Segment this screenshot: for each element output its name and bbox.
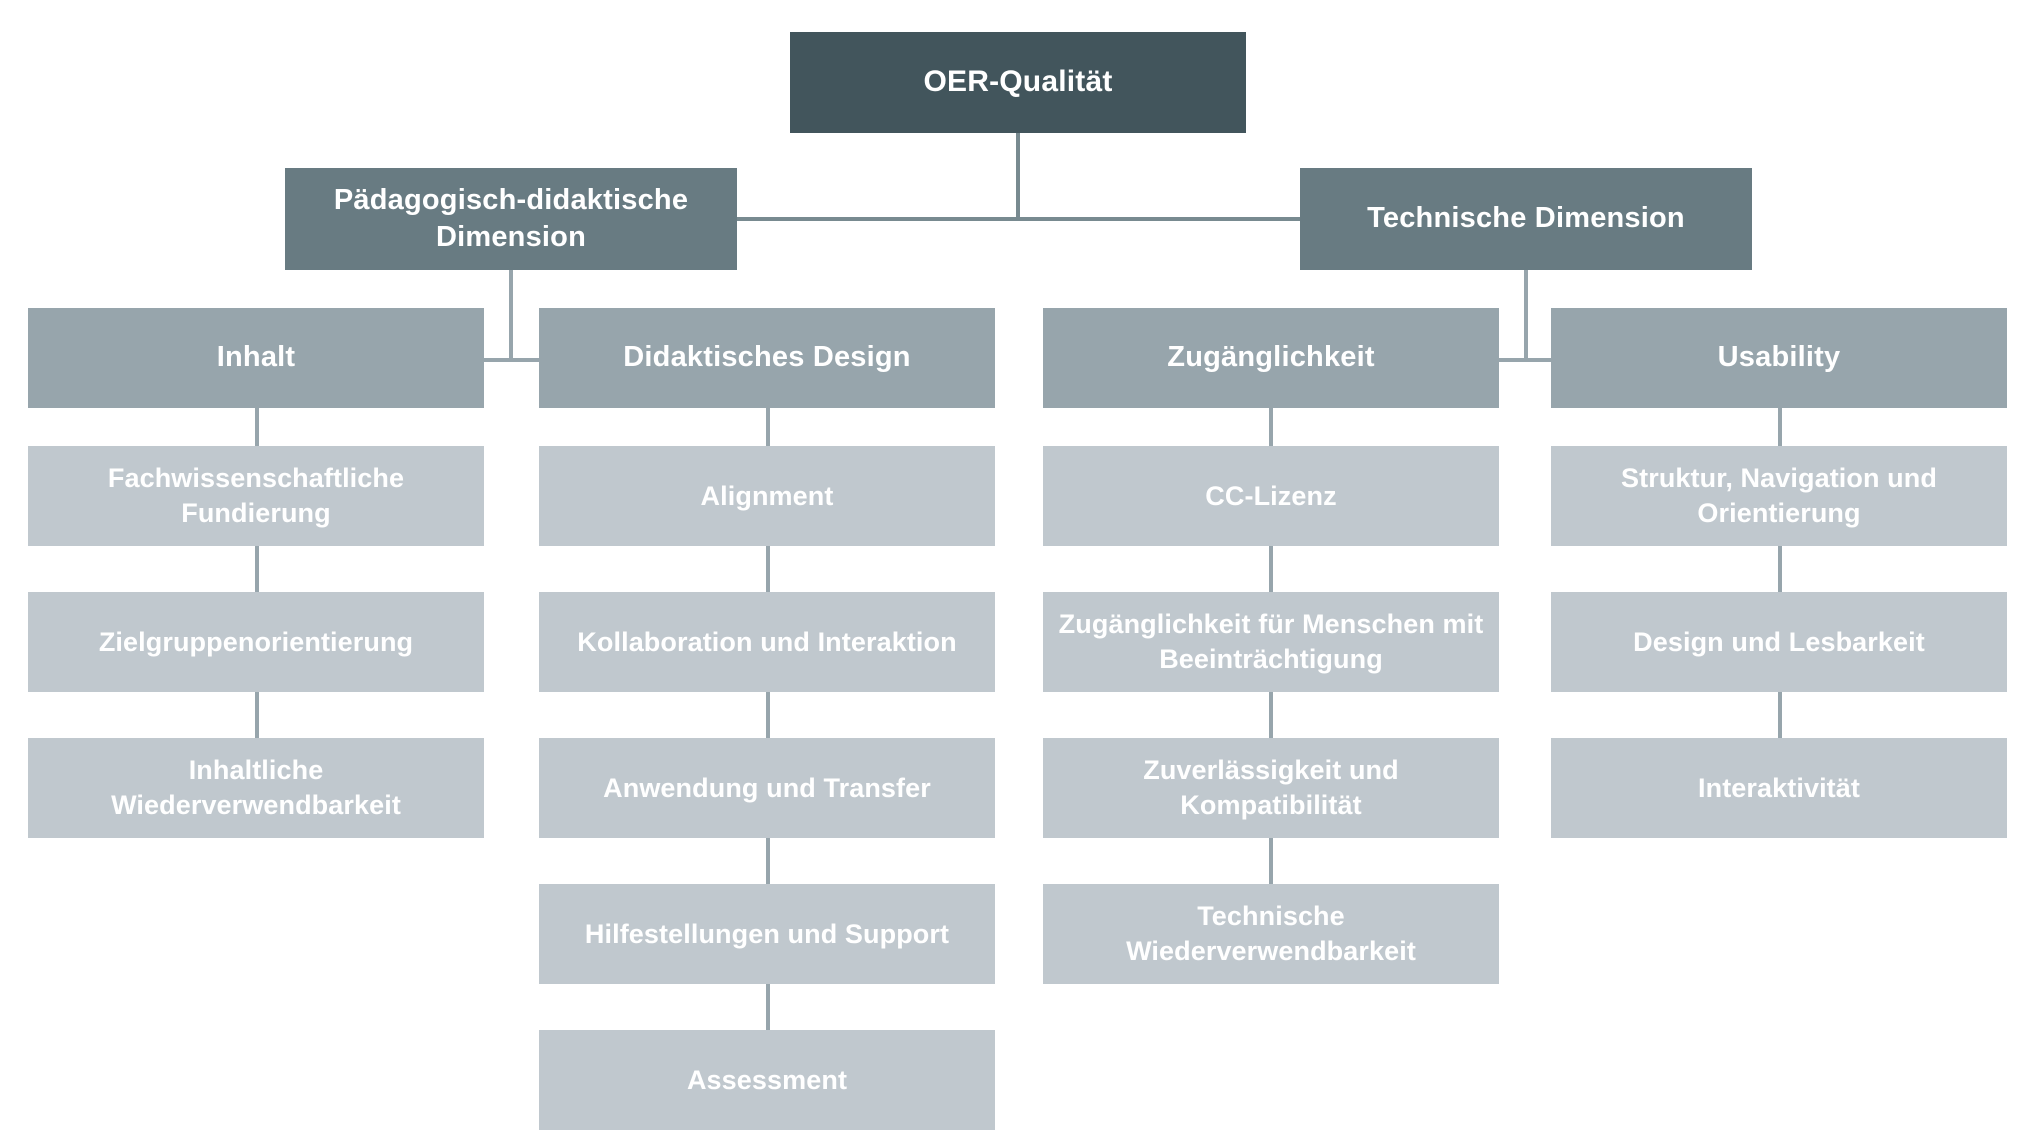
connector-inhalt-2 [255, 546, 259, 592]
connector-didaktik-4 [766, 838, 770, 884]
criterion-node[interactable]: CC-Lizenz [1043, 446, 1499, 546]
criterion-node[interactable]: Zielgruppenorientierung [28, 592, 484, 692]
connector-root-stem [1016, 133, 1020, 219]
connector-didaktik-1 [766, 400, 770, 446]
connector-pedagogical-stem [509, 270, 513, 360]
criterion-node[interactable]: Inhaltliche Wiederverwendbarkeit [28, 738, 484, 838]
criterion-node[interactable]: Technische Wiederverwendbarkeit [1043, 884, 1499, 984]
criterion-node[interactable]: Hilfestellungen und Support [539, 884, 995, 984]
category-node-zugaenglichkeit[interactable]: Zugänglichkeit [1043, 308, 1499, 408]
criterion-node[interactable]: Interaktivität [1551, 738, 2007, 838]
connector-usability-3 [1778, 692, 1782, 738]
connector-root-bus [737, 217, 1300, 221]
connector-didaktik-3 [766, 692, 770, 738]
connector-zugaenglichkeit-3 [1269, 692, 1273, 738]
criterion-node[interactable]: Anwendung und Transfer [539, 738, 995, 838]
connector-zugaenglichkeit-4 [1269, 838, 1273, 884]
connector-technical-stem [1524, 270, 1528, 360]
connector-zugaenglichkeit-2 [1269, 546, 1273, 592]
connector-usability-1 [1778, 400, 1782, 446]
criterion-node[interactable]: Struktur, Navigation und Orientierung [1551, 446, 2007, 546]
connector-didaktik-2 [766, 546, 770, 592]
root-node-oer-quality[interactable]: OER-Qualität [790, 32, 1246, 133]
connector-zugaenglichkeit-1 [1269, 400, 1273, 446]
criterion-node[interactable]: Design und Lesbarkeit [1551, 592, 2007, 692]
criterion-node[interactable]: Kollaboration und Interaktion [539, 592, 995, 692]
criterion-node[interactable]: Alignment [539, 446, 995, 546]
category-node-inhalt[interactable]: Inhalt [28, 308, 484, 408]
dimension-node-technical[interactable]: Technische Dimension [1300, 168, 1752, 270]
criterion-node[interactable]: Fachwissenschaftliche Fundierung [28, 446, 484, 546]
connector-didaktik-5 [766, 984, 770, 1030]
criterion-node[interactable]: Zugänglichkeit für Menschen mit Beeinträ… [1043, 592, 1499, 692]
category-node-usability[interactable]: Usability [1551, 308, 2007, 408]
category-node-didaktisches-design[interactable]: Didaktisches Design [539, 308, 995, 408]
criterion-node[interactable]: Zuverlässigkeit und Kompatibilität [1043, 738, 1499, 838]
connector-inhalt-3 [255, 692, 259, 738]
criterion-node[interactable]: Assessment [539, 1030, 995, 1130]
connector-inhalt-1 [255, 400, 259, 446]
dimension-node-pedagogical[interactable]: Pädagogisch-didaktische Dimension [285, 168, 737, 270]
connector-usability-2 [1778, 546, 1782, 592]
